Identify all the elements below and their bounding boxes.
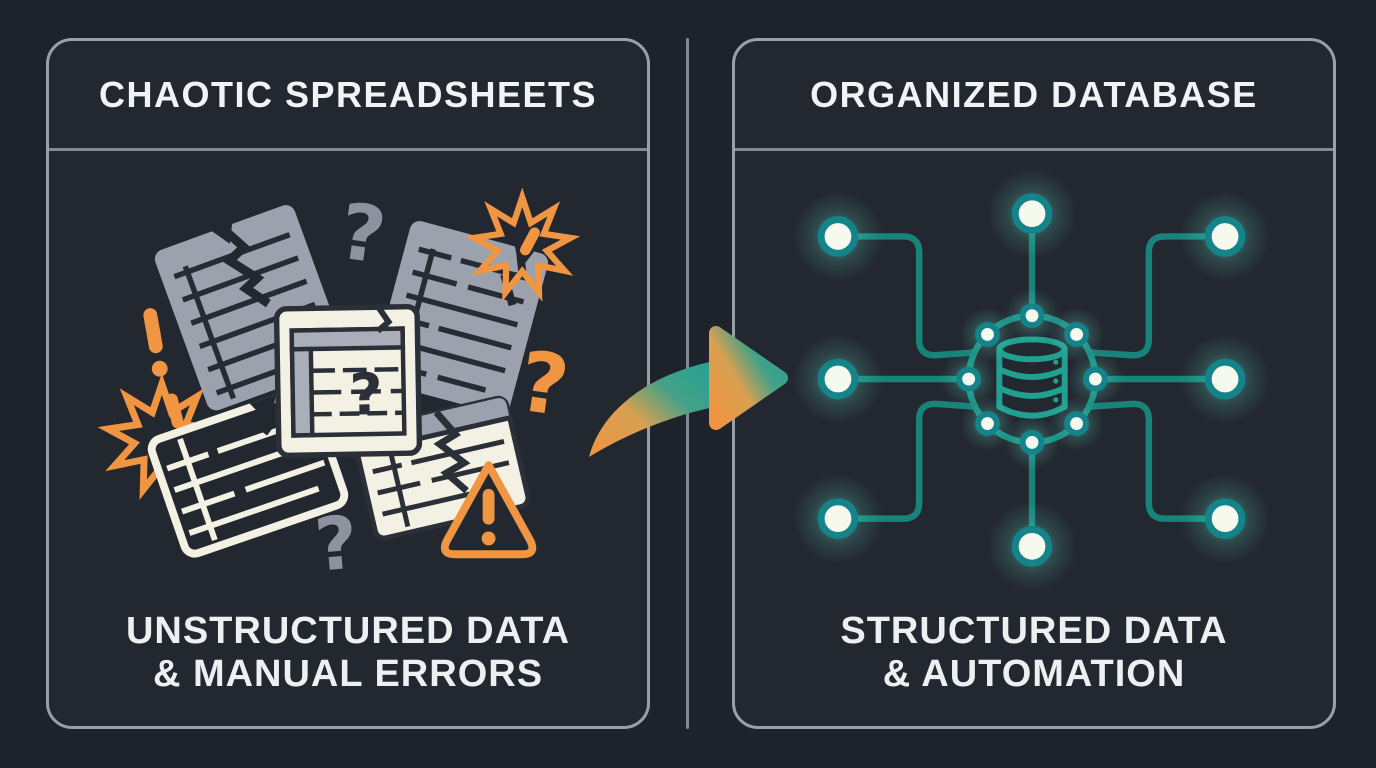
arrow-tail	[589, 361, 714, 457]
right-panel-header: ORGANIZED DATABASE	[735, 41, 1333, 151]
question-mark-cell-icon: ?	[349, 361, 383, 429]
sheet-header-band	[289, 326, 406, 352]
sheet-row-header	[289, 346, 315, 438]
network-hub-node	[1204, 358, 1246, 400]
crack-line	[373, 302, 393, 334]
panel-chaotic-spreadsheets: CHAOTIC SPREADSHEETS ?	[46, 38, 650, 729]
right-panel-caption: STRUCTURED DATA & AUTOMATION	[735, 610, 1333, 696]
left-panel-caption: UNSTRUCTURED DATA & MANUAL ERRORS	[49, 610, 647, 696]
panel-organized-database: ORGANIZED DATABASE	[732, 38, 1336, 729]
network-hub-node	[1011, 193, 1053, 234]
network-ring-node	[1019, 430, 1045, 455]
exclamation-burst-icon	[464, 187, 581, 302]
network-ring-node	[956, 366, 982, 392]
left-panel-title: CHAOTIC SPREADSHEETS	[98, 73, 598, 115]
network-hub-node	[1204, 216, 1246, 257]
network-art-svg	[792, 168, 1271, 592]
question-mark-icon: ?	[334, 187, 391, 282]
left-panel-header: CHAOTIC SPREADSHEETS	[49, 41, 647, 151]
caption-line-2: & MANUAL ERRORS	[152, 653, 544, 696]
warning-triangle-icon	[440, 461, 537, 559]
network-ring-node	[1019, 303, 1045, 329]
caption-line-1: STRUCTURED DATA	[840, 610, 1228, 653]
crack-line	[433, 410, 471, 494]
network-ring-node	[975, 411, 1000, 436]
database-network-illustration	[735, 151, 1333, 613]
caption-line-1: UNSTRUCTURED DATA	[125, 610, 571, 653]
network-hub-node	[817, 216, 859, 257]
network-nodes	[792, 168, 1271, 592]
question-mark-bottom-icon: ?	[312, 500, 362, 588]
chaos-art-svg: ?	[97, 187, 581, 589]
caption-line-2: & AUTOMATION	[882, 653, 1186, 696]
network-hub-node	[1204, 498, 1246, 539]
exclamation-bar	[482, 488, 495, 525]
central-question-spreadsheet-icon: ?	[273, 302, 423, 459]
crack-line	[253, 401, 278, 436]
network-ring-node	[975, 322, 1000, 347]
network-hub-node	[817, 498, 859, 539]
chaotic-spreadsheets-illustration: ?	[49, 151, 647, 613]
crack-line	[218, 224, 271, 308]
network-ring-node	[1064, 322, 1089, 347]
network-hub-node	[1011, 526, 1053, 567]
arrow-head	[709, 326, 788, 430]
transformation-arrow-icon	[575, 315, 800, 470]
network-ring-node	[1064, 411, 1089, 436]
right-panel-title: ORGANIZED DATABASE	[810, 73, 1258, 115]
exclamation-bar	[520, 227, 540, 256]
exclamation-dot	[481, 531, 496, 546]
network-hub-node	[817, 358, 859, 400]
exclamation-mark-icon	[143, 308, 168, 377]
network-ring-node	[1083, 366, 1108, 392]
